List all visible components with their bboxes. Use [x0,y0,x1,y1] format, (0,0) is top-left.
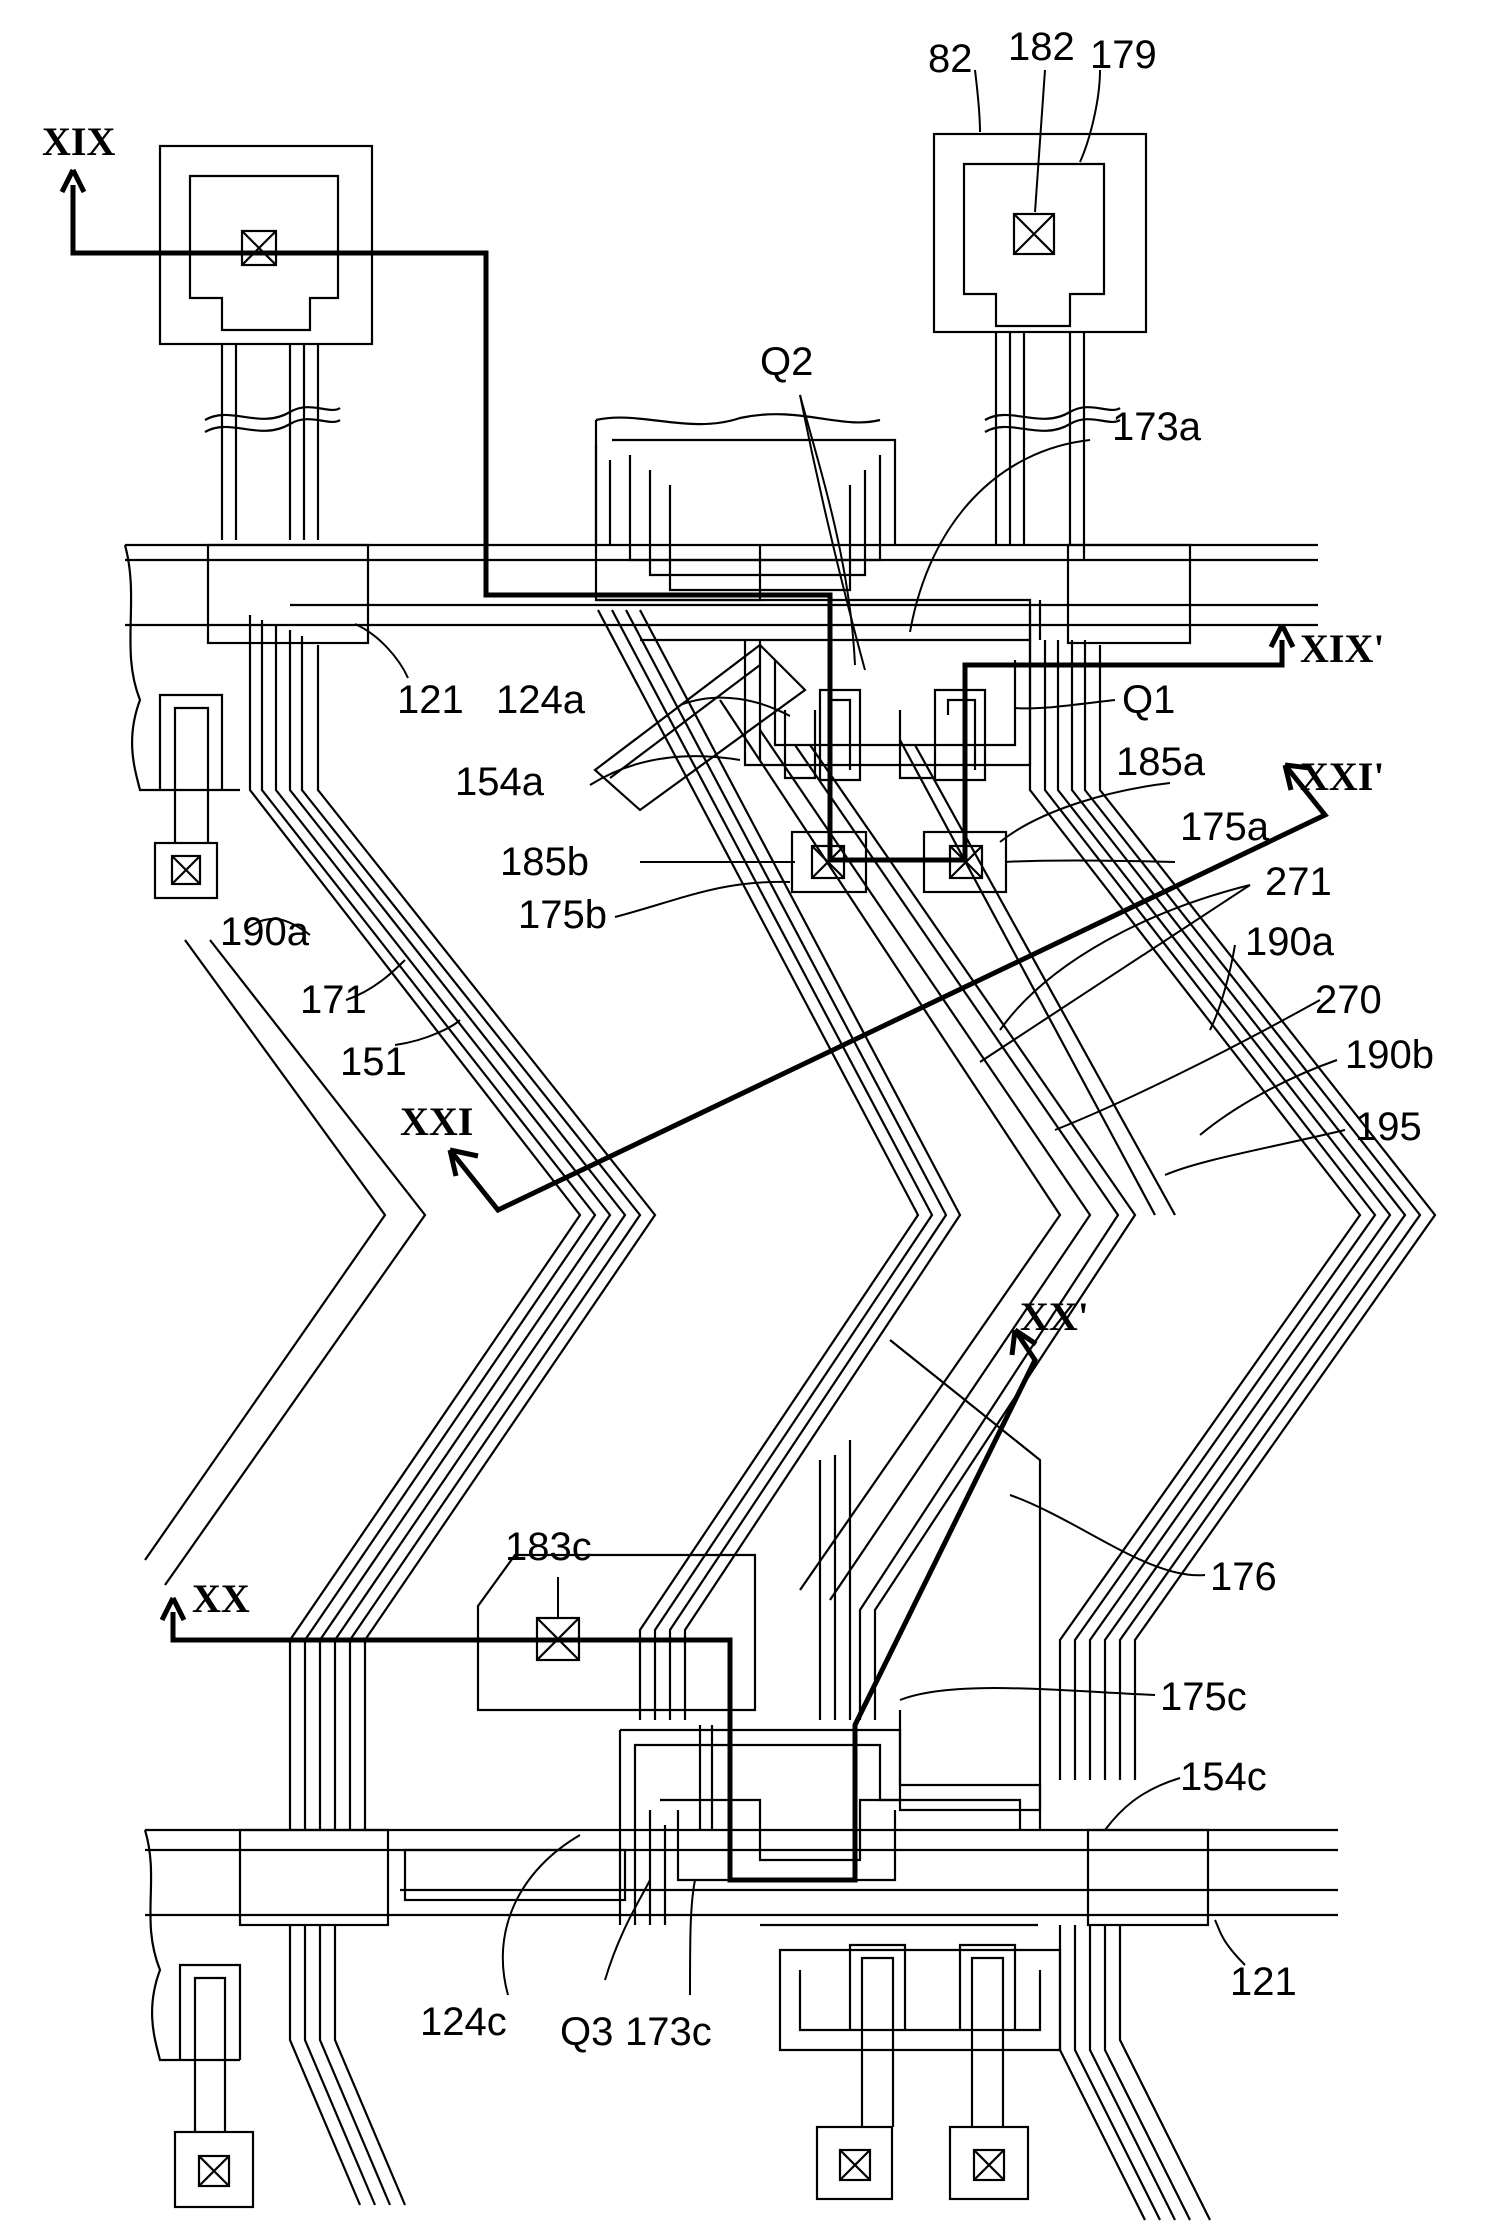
marker-xx-prime: XX' [1020,1294,1089,1339]
marker-xx: XX [192,1576,250,1621]
label-173c: 173c [625,2010,712,2054]
gate-stub-top-left [155,695,222,898]
marker-xix: XIX [42,119,115,164]
label-185b: 185b [500,840,589,884]
label-190a-right: 190a [1245,920,1335,964]
bottom-continuation-lines [290,1925,1210,2220]
label-124a: 124a [496,678,586,722]
marker-xix-prime: XIX' [1300,626,1384,671]
label-151: 151 [340,1040,407,1084]
label-171: 171 [300,978,367,1022]
label-176: 176 [1210,1555,1277,1599]
label-179: 179 [1090,33,1157,77]
label-173a: 173a [1112,405,1202,449]
tft-region-bottom [620,1725,1060,2199]
label-270: 270 [1315,978,1382,1022]
label-q1: Q1 [1122,678,1175,722]
gate-line-121-bottom [145,1830,1338,2060]
label-121-bottom: 121 [1230,1960,1297,2004]
label-124c: 124c [420,2000,507,2044]
marker-xxi: XXI [400,1099,473,1144]
marker-xxi-prime: XXI' [1300,754,1384,799]
label-175a: 175a [1180,805,1270,849]
label-271: 271 [1265,860,1332,904]
label-154c: 154c [1180,1755,1267,1799]
contact-183c-region [478,1340,1040,1810]
label-185a: 185a [1116,740,1206,784]
label-154a: 154a [455,760,545,804]
label-190b: 190b [1345,1033,1434,1077]
section-line-xx [162,1330,1036,1880]
label-190a-left: 190a [220,910,310,954]
label-q2: Q2 [760,340,813,384]
gate-line-left-vertical [205,344,340,540]
data-pad-top-right [934,134,1146,560]
label-183c: 183c [505,1525,592,1569]
label-121-top: 121 [397,678,464,722]
label-182: 182 [1008,25,1075,69]
gate-stub-bottom-left [175,1965,253,2207]
label-82: 82 [928,37,973,81]
label-175b: 175b [518,893,607,937]
label-q3: Q3 [560,2010,613,2054]
label-195: 195 [1355,1105,1422,1149]
label-175c: 175c [1160,1675,1247,1719]
gate-pad-top-left [160,146,372,344]
